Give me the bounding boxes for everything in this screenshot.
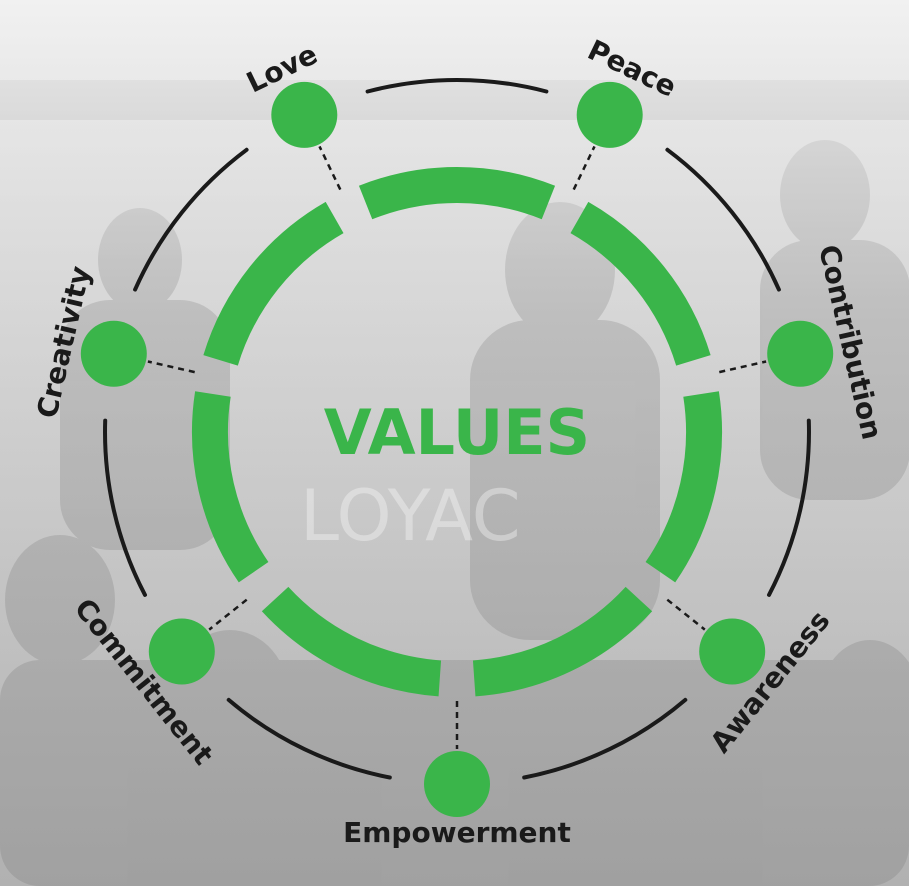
node-peace [576, 81, 643, 148]
outer-ring [103, 77, 811, 780]
inner-segment [472, 586, 653, 697]
outer-ring-arc [103, 418, 147, 597]
connector-commitment [208, 598, 248, 631]
watermark-text: LOYAC [300, 475, 521, 557]
outer-ring-arc [522, 697, 688, 780]
inner-segment [645, 391, 723, 583]
outer-ring-arc [133, 147, 249, 292]
outer-ring-arc [365, 77, 549, 94]
connector-contribution [719, 360, 767, 374]
inner-segment [261, 586, 442, 697]
connector-lines [147, 145, 767, 749]
outer-ring-arc [665, 147, 781, 292]
inner-segment [191, 391, 269, 583]
node-awareness [699, 618, 766, 685]
value-nodes [80, 81, 834, 817]
inner-segment [358, 167, 556, 220]
node-empowerment [424, 751, 490, 817]
label-commitment: Commitment [68, 592, 220, 771]
outer-ring-arc [226, 697, 392, 780]
outer-ring-arc [767, 418, 811, 597]
center-title: VALUES [324, 396, 590, 469]
connector-creativity [147, 360, 195, 374]
inner-segment [203, 201, 344, 366]
connector-love [318, 145, 342, 191]
node-commitment [148, 618, 215, 685]
connector-peace [572, 145, 596, 191]
inner-segment-ring [191, 167, 723, 697]
label-empowerment: Empowerment [343, 816, 571, 849]
node-love [271, 81, 338, 148]
connector-awareness [666, 598, 706, 631]
node-creativity [80, 320, 147, 387]
node-contribution [767, 320, 834, 387]
inner-segment [570, 201, 711, 366]
